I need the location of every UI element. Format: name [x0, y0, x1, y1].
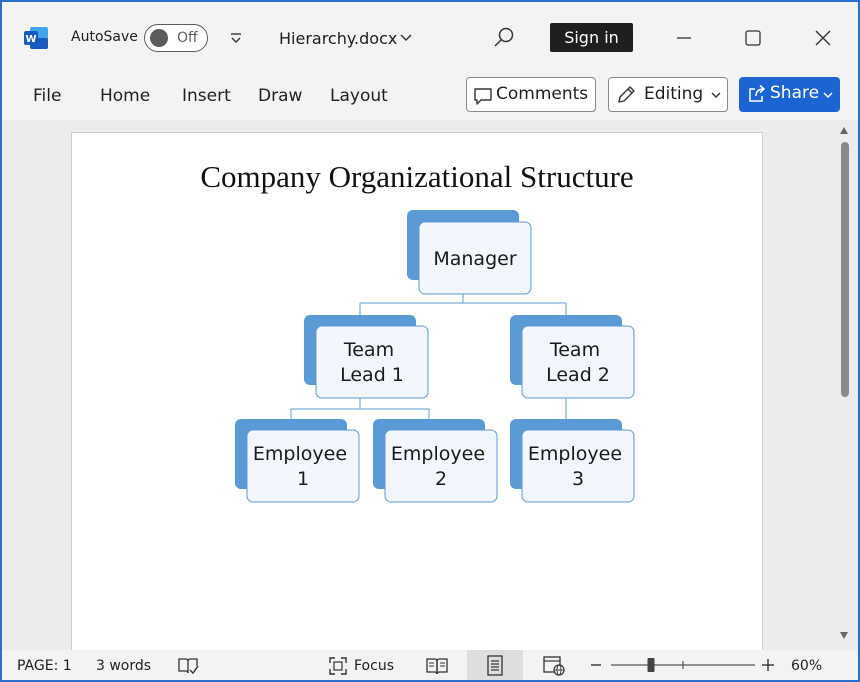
autosave-label: AutoSave — [71, 29, 138, 45]
document-title: Company Organizational Structure — [200, 159, 634, 194]
org-node-manager[interactable]: Manager — [407, 210, 532, 295]
search-icon[interactable] — [492, 26, 516, 50]
comment-icon — [474, 88, 492, 105]
zoom-slider-thumb[interactable] — [647, 658, 655, 672]
node-label: Manager — [433, 248, 516, 270]
share-label: Share — [770, 83, 820, 103]
sign-in-button[interactable]: Sign in — [550, 23, 633, 52]
document-name[interactable]: Hierarchy.docx — [279, 29, 398, 48]
node-label: Employee 2 — [391, 443, 491, 490]
pencil-icon — [618, 86, 635, 103]
tab-home[interactable]: Home — [100, 86, 151, 106]
zoom-level[interactable]: 60% — [791, 658, 823, 674]
node-label: Employee 3 — [528, 443, 628, 490]
org-connectors — [290, 294, 567, 429]
close-icon[interactable] — [807, 22, 839, 54]
maximize-icon[interactable] — [737, 22, 769, 54]
org-node-employee-1[interactable]: Employee 1 — [235, 419, 360, 503]
web-layout-icon[interactable] — [543, 655, 565, 676]
zoom-in-icon[interactable] — [761, 658, 775, 672]
autosave-toggle[interactable]: Off — [144, 24, 208, 52]
tab-insert[interactable]: Insert — [182, 86, 231, 106]
org-node-team-lead-2[interactable]: Team Lead 2 — [510, 315, 635, 399]
word-count[interactable]: 3 words — [96, 658, 152, 674]
focus-icon[interactable] — [328, 656, 348, 676]
page-indicator[interactable]: PAGE: 1 — [17, 658, 72, 674]
customize-toolbar-icon[interactable] — [228, 30, 244, 46]
share-button[interactable]: Share — [739, 77, 840, 112]
editing-label: Editing — [644, 84, 704, 104]
zoom-slider[interactable] — [610, 656, 756, 674]
scrollbar-thumb[interactable] — [841, 142, 849, 397]
comments-label: Comments — [496, 84, 589, 104]
document-page[interactable]: Company Organizational Structure — [71, 132, 763, 662]
autosave-state: Off — [177, 30, 198, 46]
chevron-down-icon — [711, 92, 721, 98]
org-node-team-lead-1[interactable]: Team Lead 1 — [304, 315, 429, 399]
node-label: Employee 1 — [253, 443, 353, 490]
status-bar: PAGE: 1 3 words Focus — [2, 650, 858, 680]
share-icon — [749, 84, 766, 102]
editing-mode-button[interactable]: Editing — [608, 77, 728, 112]
proofing-icon[interactable] — [177, 656, 199, 676]
comments-button[interactable]: Comments — [466, 77, 596, 112]
zoom-out-icon[interactable] — [590, 663, 602, 667]
tab-file[interactable]: File — [33, 86, 62, 106]
read-mode-icon[interactable] — [426, 656, 448, 676]
title-bar: W AutoSave Off Hierarchy.docx Sign in — [2, 2, 858, 74]
node-label: Team Lead 1 — [340, 339, 404, 386]
org-node-employee-3[interactable]: Employee 3 — [510, 419, 635, 503]
focus-label[interactable]: Focus — [354, 658, 394, 674]
tab-draw[interactable]: Draw — [258, 86, 303, 106]
chevron-down-icon[interactable] — [399, 32, 413, 44]
vertical-scrollbar[interactable] — [837, 120, 851, 650]
print-layout-icon[interactable] — [485, 655, 505, 676]
node-label: Team Lead 2 — [546, 339, 610, 386]
chevron-down-icon — [823, 92, 833, 98]
org-node-employee-2[interactable]: Employee 2 — [373, 419, 498, 503]
ribbon: File Home Insert Draw Layout Comments Ed… — [2, 74, 858, 120]
minimize-icon[interactable] — [668, 22, 700, 54]
word-logo-icon: W — [24, 27, 48, 49]
tab-layout[interactable]: Layout — [330, 86, 388, 106]
svg-text:W: W — [25, 34, 36, 45]
org-chart[interactable]: Manager Team Lead 1 — [72, 133, 764, 663]
document-canvas[interactable]: Company Organizational Structure — [2, 120, 858, 662]
toggle-knob — [150, 29, 168, 47]
